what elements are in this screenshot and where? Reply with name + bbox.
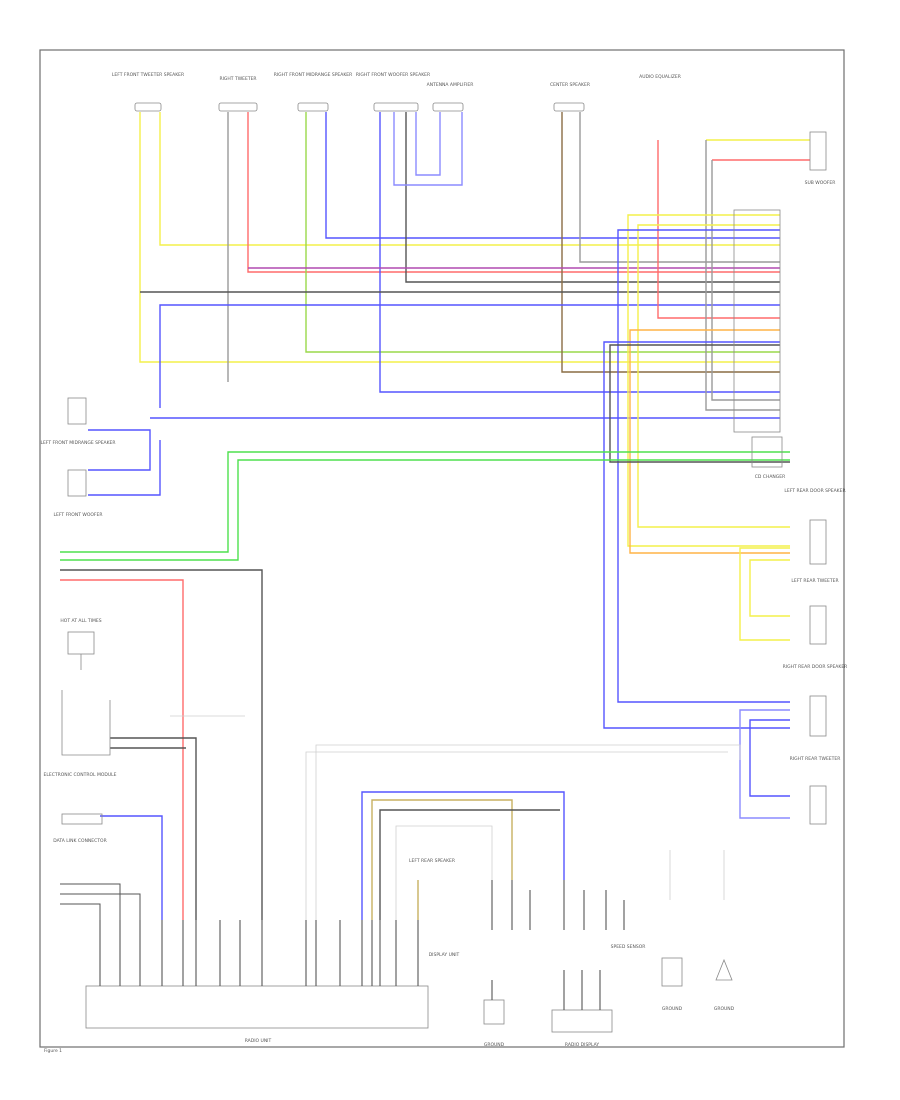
wire-yellow-6: [749, 559, 790, 617]
bottom-label-4: RADIO DISPLAY: [565, 1042, 599, 1048]
wire-yellow-2: [139, 112, 780, 363]
right-label-3: LEFT REAR DOOR SPEAKER: [784, 488, 845, 494]
left-component-boxes: [61, 397, 111, 825]
left-label-3: HOT AT ALL TIMES: [60, 618, 101, 624]
wire-red-2: [657, 140, 780, 319]
bottom-center-boxes: [483, 957, 733, 1033]
wire-blue-10: [749, 719, 790, 797]
wire-green-1: [305, 112, 780, 353]
bottom-label-3: GROUND: [484, 1042, 505, 1048]
wire-dark-4: [379, 809, 560, 920]
left-label-1: LEFT FRONT MIDRANGE SPEAKER: [40, 440, 115, 446]
radio-unit-label: RADIO UNIT: [245, 1038, 272, 1044]
wire-dark-2: [110, 737, 197, 920]
bottom-label-2: LEFT REAR SPEAKER: [409, 858, 455, 864]
wire-yellow-1: [159, 112, 780, 246]
wire-blue-14: [361, 791, 565, 920]
left-component-labels: LEFT FRONT MIDRANGE SPEAKER LEFT FRONT W…: [40, 440, 116, 844]
wire-gray-4: [705, 140, 780, 411]
right-label-6: RIGHT REAR TWEETER: [790, 756, 841, 762]
top-label-4: RIGHT FRONT WOOFER SPEAKER: [356, 72, 430, 78]
bottom-label-7: GROUND: [714, 1006, 735, 1012]
bottom-left-harness: [60, 883, 141, 920]
wire-blue-4: [415, 112, 441, 176]
left-label-4: ELECTRONIC CONTROL MODULE: [44, 772, 117, 778]
wire-gray-2: [579, 112, 780, 263]
wire-dark-1: [60, 569, 263, 920]
top-label-2: RIGHT TWEETER: [219, 76, 256, 82]
wire-blue-11: [88, 429, 151, 471]
faint-wires: [170, 715, 741, 920]
bottom-label-5: SPEED SENSOR: [611, 944, 646, 950]
top-label-1: LEFT FRONT TWEETER SPEAKER: [112, 72, 184, 78]
radio-unit: RADIO UNIT: [85, 985, 429, 1044]
right-label-5: RIGHT REAR DOOR SPEAKER: [783, 664, 848, 670]
diagram-border: [39, 49, 845, 1048]
top-label-3: RIGHT FRONT MIDRANGE SPEAKER: [274, 72, 353, 78]
wire-blue-2: [379, 112, 780, 393]
wire-blue-8: [603, 341, 790, 729]
wire-brown-1: [405, 112, 780, 283]
top-label-7: AUDIO EQUALIZER: [639, 74, 681, 80]
wire-gray-5: [711, 160, 780, 401]
figure-number: Figure 1: [44, 1048, 62, 1054]
top-label-5: ANTENNA AMPLIFIER: [427, 82, 474, 88]
wire-green-2: [60, 451, 790, 553]
bottom-label-8: DISPLAY UNIT: [429, 952, 460, 958]
wire-blue-5: [159, 304, 780, 408]
left-label-2: LEFT FRONT WOOFER: [54, 512, 103, 518]
wire-yellow-3: [627, 214, 790, 547]
right-label-4: LEFT REAR TWEETER: [791, 578, 838, 584]
top-label-6: CENTER SPEAKER: [550, 82, 590, 88]
right-label-1: SUB WOOFER: [805, 180, 836, 186]
wires: [60, 112, 810, 920]
bottom-label-6: GROUND: [662, 1006, 683, 1012]
radio-unit-pins: [99, 920, 419, 986]
wire-red-1: [247, 112, 780, 273]
wire-blue-7: [617, 229, 790, 703]
right-component-boxes: [809, 131, 827, 825]
wire-blue-12: [88, 440, 161, 496]
wire-yellow-5: [739, 547, 790, 641]
top-connectors: [134, 102, 585, 112]
bottom-center-labels: LEFT REAR SPEAKER GROUND RADIO DISPLAY S…: [409, 858, 735, 1048]
wire-orange-2: [629, 329, 790, 554]
wire-blue-9: [739, 709, 790, 819]
main-harness-connector: [733, 209, 783, 468]
right-component-labels: SUB WOOFER CD CHANGER LEFT REAR DOOR SPE…: [755, 180, 848, 762]
right-label-2: CD CHANGER: [755, 474, 785, 480]
left-label-5: DATA LINK CONNECTOR: [53, 838, 106, 844]
wire-yellow-4: [637, 224, 790, 528]
bottom-center-pins: [491, 880, 625, 1010]
wire-blue-13: [100, 815, 163, 920]
wire-yellow-7: [371, 799, 513, 920]
top-component-labels: LEFT FRONT TWEETER SPEAKER RIGHT TWEETER…: [112, 72, 681, 88]
wire-gray-6: [609, 344, 790, 463]
wire-green-3: [60, 459, 790, 561]
wire-blue-3: [393, 112, 463, 186]
wire-tan-1: [561, 112, 780, 373]
wire-red-4: [60, 579, 184, 920]
